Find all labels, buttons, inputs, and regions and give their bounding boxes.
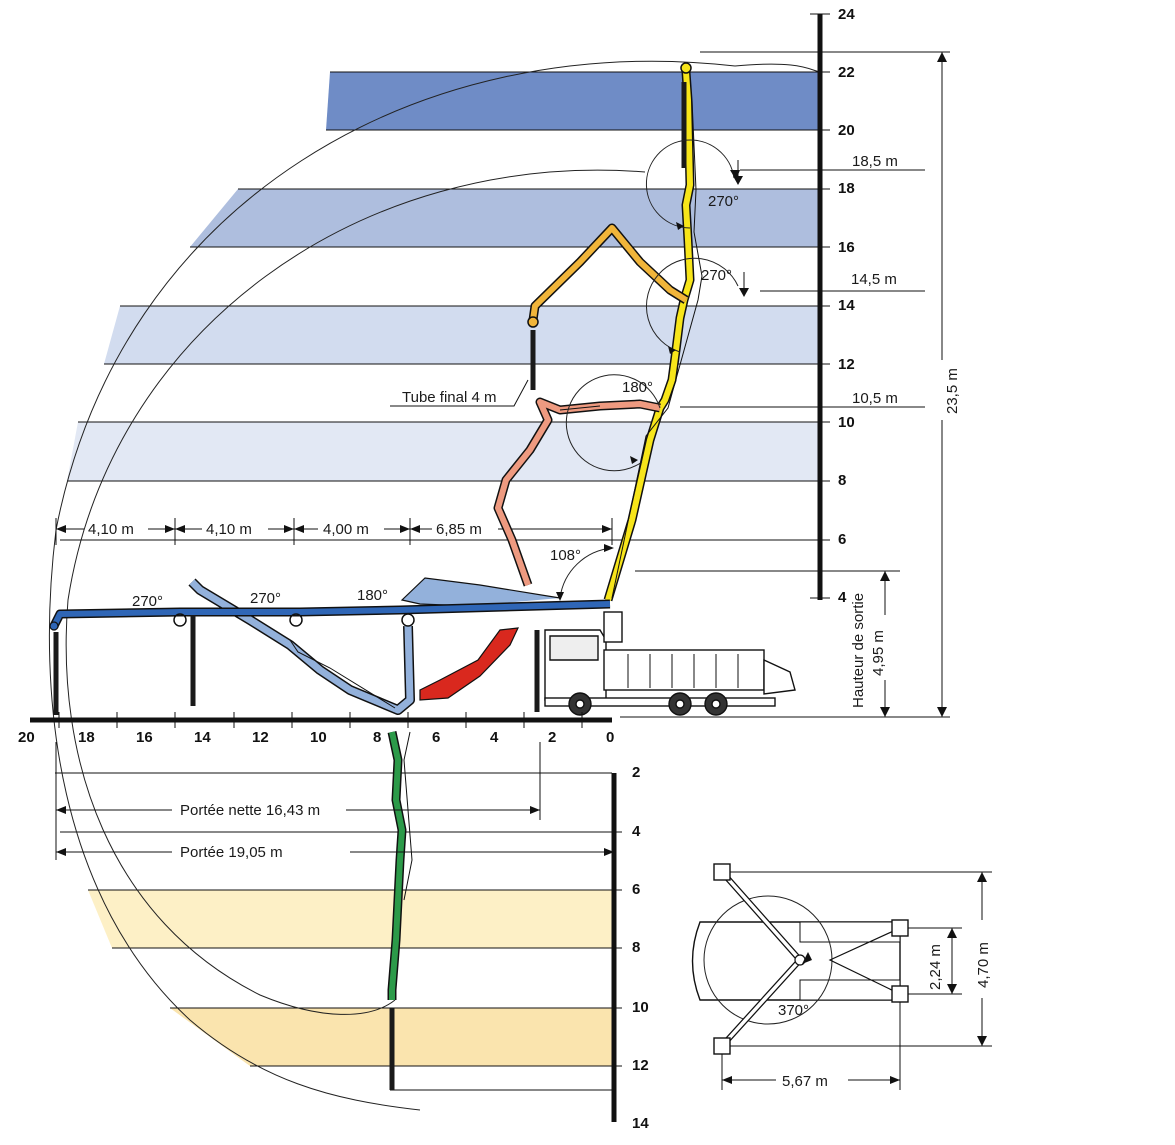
label-angle-180-a: 180° — [622, 379, 653, 396]
tube-final-callout: Tube final 4 m — [390, 379, 529, 407]
boom-orange — [527, 223, 689, 390]
boom-blue — [49, 599, 611, 715]
band-depth-6-8 — [88, 890, 612, 948]
boom-red — [419, 627, 519, 701]
label-section-1: 4,10 m — [88, 521, 134, 538]
label-width-inner: 2,24 m — [927, 944, 944, 990]
label-net-reach: Portée nette 16,43 m — [180, 802, 320, 819]
section-dimensions: 4,10 m 4,10 m 4,00 m 6,85 m — [55, 518, 613, 545]
dtick-8: 8 — [632, 939, 640, 956]
reach-dimensions: Portée nette 16,43 m Portée 19,05 m — [55, 742, 614, 861]
vtick-24: 24 — [838, 6, 855, 23]
vtick-20: 20 — [838, 122, 855, 139]
label-height-10-5: 10,5 m — [852, 390, 898, 407]
dtick-12: 12 — [632, 1057, 649, 1074]
htick-10: 10 — [310, 729, 327, 746]
vtick-14: 14 — [838, 297, 855, 314]
htick-14: 14 — [194, 729, 211, 746]
label-outlet-title: Hauteur de sortie — [850, 593, 867, 708]
label-section-3: 4,00 m — [323, 521, 369, 538]
boom-yellow — [603, 62, 703, 602]
label-section-4: 6,85 m — [436, 521, 482, 538]
label-angle-270-a: 270° — [708, 193, 739, 210]
vtick-16: 16 — [838, 239, 855, 256]
label-angle-180-b: 180° — [357, 587, 388, 604]
label-angle-108: 108° — [550, 547, 581, 564]
htick-20: 20 — [18, 729, 35, 746]
boom-lightblue — [188, 577, 561, 715]
height-bands — [60, 71, 820, 541]
htick-16: 16 — [136, 729, 153, 746]
label-section-2: 4,10 m — [206, 521, 252, 538]
dtick-4: 4 — [632, 823, 641, 840]
htick-2: 2 — [548, 729, 556, 746]
band-16-18 — [190, 189, 820, 247]
label-angle-270-d: 270° — [250, 590, 281, 607]
label-width-outer: 4,70 m — [975, 942, 992, 988]
label-angle-270-b: 270° — [701, 267, 732, 284]
dtick-14: 14 — [632, 1115, 649, 1132]
plan-view: 370° 4,70 m 2,24 m 5,67 m — [691, 863, 992, 1090]
boom-salmon — [493, 397, 661, 587]
htick-6: 6 — [432, 729, 440, 746]
vtick-10: 10 — [838, 414, 855, 431]
htick-8: 8 — [373, 729, 381, 746]
truck — [544, 611, 796, 716]
dtick-2: 2 — [632, 764, 640, 781]
htick-4: 4 — [490, 729, 499, 746]
vtick-18: 18 — [838, 180, 855, 197]
label-angle-270-c: 270° — [132, 593, 163, 610]
label-height-14-5: 14,5 m — [851, 271, 897, 288]
vtick-12: 12 — [838, 356, 855, 373]
articulation-arcs: 270° 270° 180° 108° 270° 270° 180° — [132, 139, 740, 610]
label-outlet-value: 4,95 m — [870, 630, 887, 676]
vtick-4: 4 — [838, 589, 847, 606]
vertical-scale: 24 22 20 18 16 14 12 10 8 6 4 — [810, 6, 855, 606]
depth-scale: 2 4 6 8 10 12 14 — [606, 764, 649, 1132]
htick-0: 0 — [606, 729, 614, 746]
band-8-10 — [67, 422, 820, 481]
reach-envelope — [48, 60, 821, 1111]
label-height-18-5: 18,5 m — [852, 153, 898, 170]
htick-18: 18 — [78, 729, 95, 746]
dtick-10: 10 — [632, 999, 649, 1016]
band-12-14 — [104, 306, 820, 364]
label-length-base: 5,67 m — [782, 1073, 828, 1090]
dtick-6: 6 — [632, 881, 640, 898]
band-20-22 — [326, 72, 820, 130]
height-dimensions: 18,5 m 14,5 m 10,5 m 23,5 m Hauteur de s… — [620, 51, 961, 718]
vtick-22: 22 — [838, 64, 855, 81]
vtick-6: 6 — [838, 531, 846, 548]
label-tube-final: Tube final 4 m — [402, 389, 497, 406]
label-total-height: 23,5 m — [944, 368, 961, 414]
label-reach: Portée 19,05 m — [180, 844, 283, 861]
label-rotation: 370° — [778, 1002, 809, 1019]
horizontal-scale: 20 18 16 14 12 10 8 6 4 2 0 — [18, 712, 614, 746]
htick-12: 12 — [252, 729, 269, 746]
vtick-8: 8 — [838, 472, 846, 489]
depth-bands — [55, 772, 612, 1091]
